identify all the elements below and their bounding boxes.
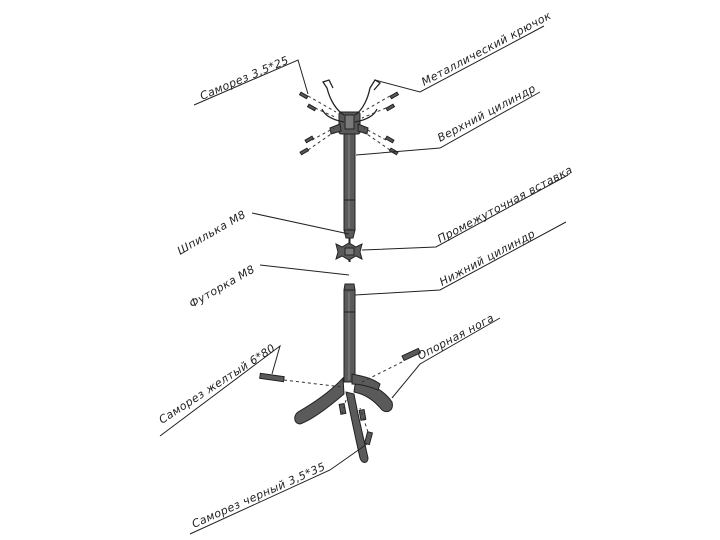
- support-legs: [294, 373, 393, 463]
- metal-hooks: [321, 79, 381, 135]
- hook-left-lower: [321, 108, 345, 123]
- leg-screw-right: [401, 347, 422, 362]
- label-black-screw: Саморез черный 3,5*35: [190, 460, 327, 531]
- lower-screws: [259, 347, 422, 446]
- label-yellow-screw: Саморез желтый 6*80: [157, 341, 278, 426]
- label-upper-cylinder: Верхний цилиндр: [435, 82, 538, 145]
- yellow-screw: [259, 372, 285, 383]
- top-screws: [298, 91, 400, 156]
- leg-front: [345, 391, 369, 463]
- black-screw-1: [363, 431, 374, 446]
- label-metal-hook: Металлический крючок: [419, 9, 553, 89]
- middle-insert: [335, 242, 363, 261]
- label-screw-3-5x25: Саморез 3,5*25: [198, 54, 291, 103]
- label-middle-insert: Промежуточная вставка: [435, 163, 575, 245]
- label-stud-m8: Шпилька М8: [175, 208, 248, 258]
- leg-left: [294, 376, 345, 425]
- lower-cylinder: [343, 283, 356, 383]
- label-nut-m8: Футорка М8: [187, 263, 257, 311]
- upper-cylinder: [338, 111, 361, 239]
- hook-left: [321, 79, 345, 116]
- leader-lines: [159, 25, 569, 535]
- hook-right: [354, 79, 381, 116]
- label-support-leg: Опорная нога: [415, 311, 496, 362]
- hook-right-lower: [354, 108, 378, 123]
